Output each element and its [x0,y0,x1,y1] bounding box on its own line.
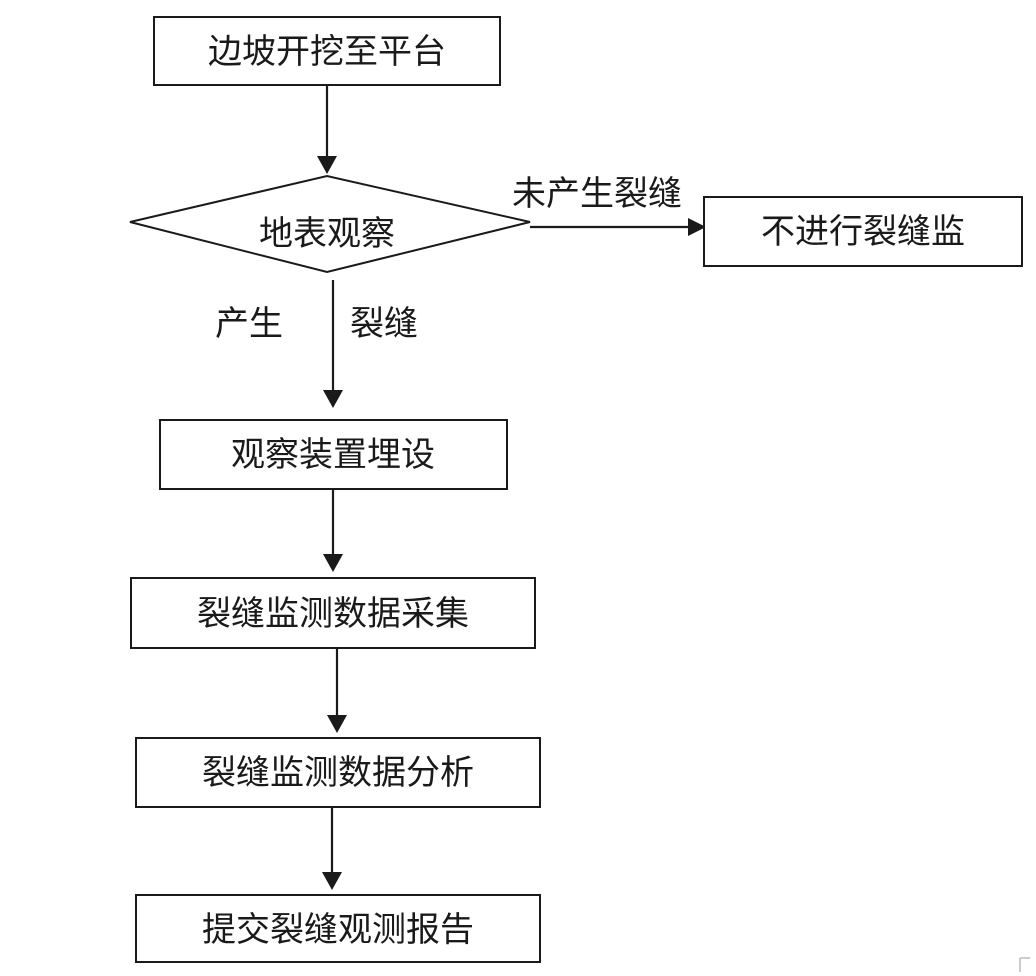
edge-label-crack-left: 产生 [215,304,283,344]
node-decision-label: 地表观察 [259,214,395,254]
edge-label-no-crack: 未产生裂缝 [512,174,682,214]
arrow-decision-to-install [323,280,343,408]
arrow-collect-to-analyze [327,648,347,733]
node-collect: 裂缝监测数据采集 [130,577,536,649]
node-analyze-label: 裂缝监测数据分析 [202,753,474,793]
node-no-monitor: 不进行裂缝监 [703,196,1023,267]
arrow-start-to-decision [317,85,337,174]
node-decision: 地表观察 [129,174,531,274]
node-start: 边坡开挖至平台 [153,16,501,86]
arrow-analyze-to-report [322,807,342,890]
arrow-install-to-collect [323,489,343,572]
corner-mark [1019,957,1030,972]
node-install-label: 观察装置埋设 [231,435,435,475]
node-collect-label: 裂缝监测数据采集 [197,594,469,634]
node-no-monitor-label: 不进行裂缝监 [761,212,965,252]
node-report: 提交裂缝观测报告 [135,894,541,963]
node-install: 观察装置埋设 [159,419,508,490]
node-start-label: 边坡开挖至平台 [208,32,446,72]
node-analyze: 裂缝监测数据分析 [135,737,541,808]
edge-label-crack-right: 裂缝 [350,304,418,344]
arrow-decision-to-no-monitor [530,218,706,236]
node-report-label: 提交裂缝观测报告 [202,910,474,950]
